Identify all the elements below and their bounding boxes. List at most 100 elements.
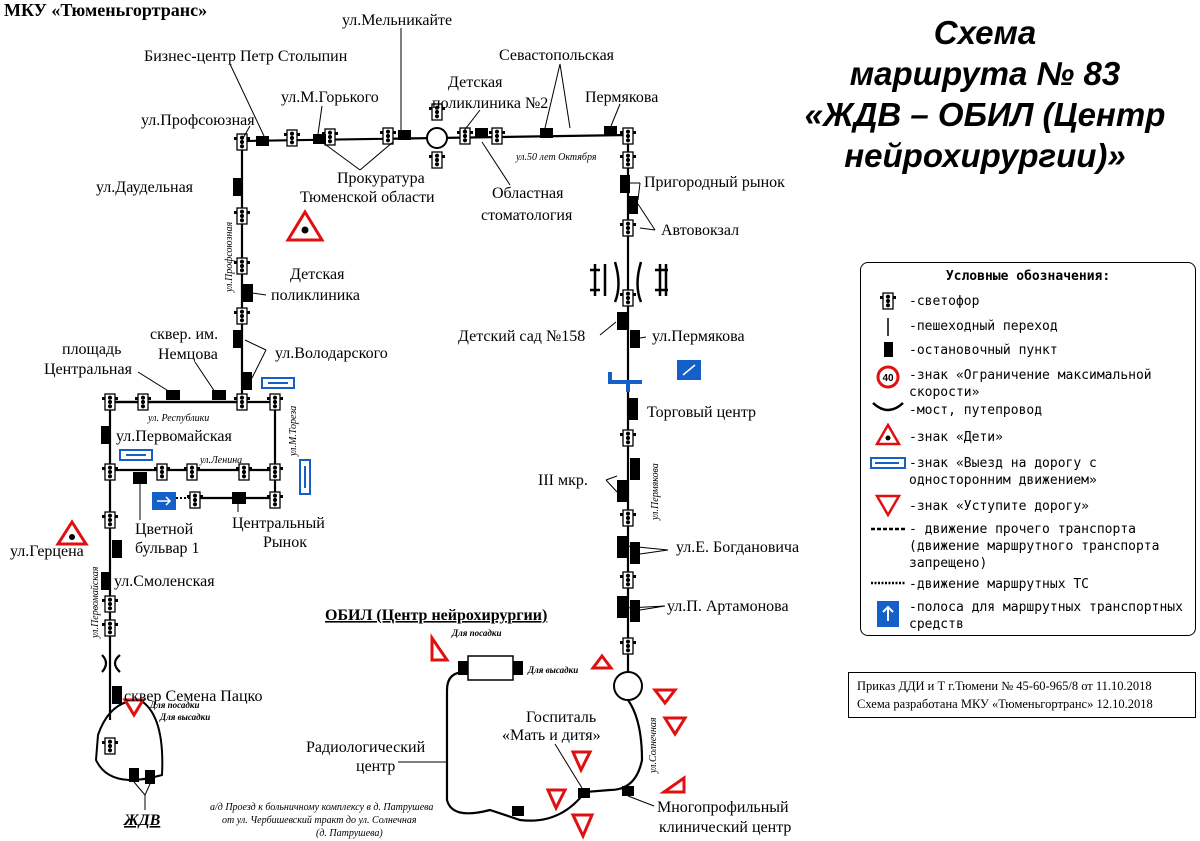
yield-sign-icon — [659, 775, 686, 794]
yield-sign-icon — [874, 494, 902, 517]
bus-stop-icon — [884, 342, 893, 357]
boarding-label: Для посадки — [451, 628, 501, 638]
yield-sign-icon — [662, 716, 688, 737]
yield-sign-icon — [430, 633, 450, 662]
map-labels: ул.Мельникайте Бизнес-центр Петр Столыпи… — [10, 12, 799, 839]
title-line: «ЖДВ – ОБИЛ (Центр — [804, 96, 1166, 133]
traffic-light-icon — [101, 393, 119, 411]
children-sign-icon — [285, 209, 325, 242]
traffic-light-icon — [619, 509, 637, 527]
yield-sign-icon — [122, 698, 146, 718]
stop-label: поликлиника — [271, 287, 360, 304]
bridge-icon — [872, 402, 904, 412]
stop-label: Прокуратура — [337, 170, 425, 187]
bridge-icon — [101, 654, 121, 673]
bus-pocket — [608, 372, 642, 392]
road-description: от ул. Чербишевский тракт до ул. Солнечн… — [222, 815, 417, 826]
bus-stop-icon — [628, 398, 638, 420]
stop-label: Пермякова — [585, 89, 658, 106]
bus-lane-sign-icon — [152, 492, 176, 510]
bus-stop-icon — [578, 788, 590, 798]
yield-sign-icon — [651, 688, 679, 706]
stop-label: Севастопольская — [499, 47, 615, 64]
bus-stop-icon — [101, 572, 111, 590]
stop-label: площадь — [62, 341, 121, 358]
bus-stop-icon — [630, 458, 640, 480]
bus-stop-icon — [540, 128, 553, 138]
legend-text: -знак «Выезд на дорогу с односторонним д… — [909, 456, 1097, 488]
stop-label: ул.М.Горького — [281, 89, 379, 106]
bus-stops — [101, 126, 640, 816]
bus-stop-icon — [630, 600, 640, 622]
stop-label: Цветной — [135, 521, 194, 538]
bus-stop-icon — [617, 536, 627, 558]
street-label: ул.Солнечная — [648, 717, 659, 774]
traffic-light-icon — [456, 127, 474, 145]
legend-text: -движение маршрутных ТС — [909, 577, 1090, 592]
street-label: ул.50 лет Октября — [515, 152, 597, 163]
note-line: Схема разработана МКУ «Тюменьгортранс» 1… — [857, 697, 1153, 711]
stop-label: ул.Мельникайте — [342, 12, 452, 29]
stop-label: сквер. им. — [150, 326, 218, 343]
one-way-exit-sign-icon — [119, 449, 153, 461]
bus-stop-icon — [622, 786, 634, 796]
traffic-light-icon — [101, 511, 119, 529]
stop-label: Радиологический — [306, 739, 426, 756]
alighting-label: Для высадки — [527, 665, 578, 675]
children-sign-icon — [55, 519, 89, 546]
order-note: Приказ ДДИ и Т г.Тюмени № 45-60-965/8 от… — [848, 672, 1196, 718]
bus-stop-icon — [630, 542, 640, 564]
title-line: Схема — [933, 14, 1037, 51]
traffic-light-icon — [233, 393, 251, 411]
bus-stop-icon — [129, 768, 139, 782]
bus-stop-icon — [313, 134, 326, 144]
legend: Условные обозначения: -светофор -пешеход… — [860, 262, 1196, 636]
one-way-exit-sign-icon — [261, 377, 295, 389]
traffic-light-icon — [619, 127, 637, 145]
bus-lane-sign-icon — [677, 360, 701, 380]
organization-name: МКУ «Тюменьгортранс» — [4, 0, 208, 20]
stop-label: Рынок — [263, 534, 307, 551]
yield-signs — [122, 633, 688, 840]
stop-label: Бизнес-центр Петр Столыпин — [144, 48, 348, 65]
bus-stop-icon — [233, 330, 243, 348]
stop-label: «Мать и дитя» — [502, 727, 601, 744]
traffic-light-icon — [266, 491, 284, 509]
street-label: ул.Ленина — [199, 455, 242, 466]
traffic-light-icon — [428, 151, 446, 169]
stop-label: поликлиника №2 — [432, 95, 548, 112]
traffic-light-icon — [183, 463, 201, 481]
bus-stop-icon — [112, 540, 122, 558]
yield-sign-icon — [545, 788, 568, 812]
stop-label: ул.Первомайская — [116, 428, 232, 445]
stop-label: ул.Смоленская — [114, 573, 215, 590]
one-way-exit-sign-icon — [870, 457, 906, 469]
street-label: ул.Пермякова — [650, 463, 661, 521]
bus-stop-icon — [243, 284, 253, 302]
traffic-light-icon — [283, 129, 301, 147]
road-description: (д. Патрушева) — [316, 828, 383, 839]
traffic-light-icon — [619, 289, 637, 307]
legend-text: -светофор — [909, 294, 980, 309]
title-line: нейрохирургии)» — [844, 137, 1126, 174]
stop-label: ул.П. Артамонова — [667, 598, 789, 615]
bus-stop-icon — [398, 130, 411, 140]
bus-stop-icon — [232, 492, 246, 504]
bus-stop-icon — [166, 390, 180, 400]
bus-stop-icon — [617, 480, 627, 502]
stop-label: Госпиталь — [526, 709, 596, 726]
traffic-light-icon — [101, 737, 119, 755]
bus-lane-sign-icon — [877, 601, 899, 627]
stop-label: центр — [356, 758, 395, 775]
stop-label: Тюменской области — [300, 189, 435, 206]
legend-text: -знак «Ограничение максимальной скорости… — [909, 368, 1152, 400]
traffic-light-icon — [233, 307, 251, 325]
scheme-title: Схема маршрута № 83 «ЖДВ – ОБИЛ (Центр н… — [770, 12, 1200, 176]
traffic-light-icon — [101, 619, 119, 637]
stop-label: Пригородный рынок — [644, 174, 785, 191]
legend-text: -знак «Дети» — [909, 430, 1003, 445]
bus-stop-icon — [512, 806, 524, 816]
yield-sign-icon — [570, 813, 595, 840]
bus-stop-icon — [617, 312, 627, 330]
